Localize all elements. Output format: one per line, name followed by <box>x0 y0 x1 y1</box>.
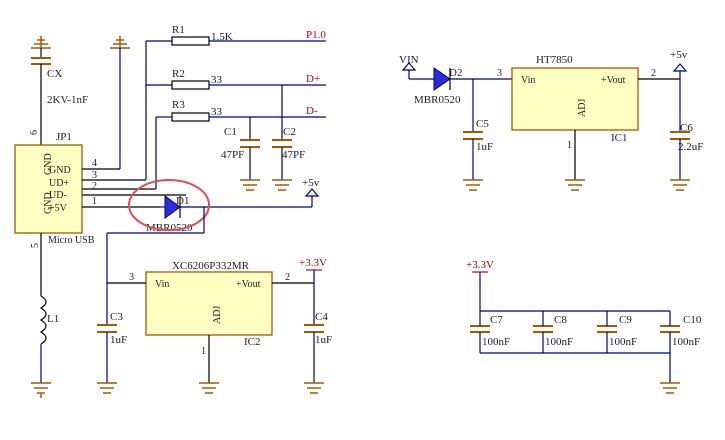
c2-value: 47PF <box>282 149 305 161</box>
ground-symbol-c4 <box>304 382 324 394</box>
jp1-pin-5v: +5V <box>49 203 68 214</box>
ic1-ref: IC1 <box>611 132 628 144</box>
cx-ref: CX <box>47 68 62 80</box>
net-33v-a: +3.3V <box>299 257 327 269</box>
ground-symbol-cx-top <box>31 36 51 49</box>
power-arrow-5v-right <box>672 63 688 72</box>
ic2-adj: ADJ <box>212 306 223 324</box>
c1-ref: C1 <box>224 126 237 138</box>
capacitor-c10 <box>660 325 680 333</box>
jp1-pin-gnd: GND <box>49 165 71 176</box>
capacitor-c8 <box>533 325 553 333</box>
jp1-pin5-number: 5 <box>30 243 41 248</box>
jp1-pin4-number: 4 <box>92 158 97 169</box>
ic2-pin2: 2 <box>285 272 290 283</box>
resistor-r3 <box>171 112 210 122</box>
c9-ref: C9 <box>619 314 632 326</box>
net-5v-a: +5v <box>302 177 320 189</box>
r2-value: 33 <box>211 74 223 86</box>
c9-value: 100nF <box>609 336 637 348</box>
ic1-pin3: 3 <box>497 68 502 79</box>
c3-value: 1uF <box>110 334 127 346</box>
d2-part: MBR0520 <box>414 94 461 106</box>
ground-symbol-c3 <box>97 382 117 394</box>
c8-ref: C8 <box>554 314 567 326</box>
net-vin: VIN <box>399 54 419 66</box>
ground-symbol-ic2 <box>199 382 219 394</box>
ic1-vin: Vin <box>521 75 535 86</box>
ic2-vout: +Vout <box>236 279 261 290</box>
c6-ref: C6 <box>680 122 693 134</box>
jp1-ref: JP1 <box>56 131 72 143</box>
ic2-part: XC6206P332MR <box>172 260 250 272</box>
net-5v-b: +5v <box>670 49 688 61</box>
r1-value: 1.5K <box>211 31 233 43</box>
l1-ref: L1 <box>47 313 59 325</box>
jp1-gnd-left1: GND <box>43 153 54 175</box>
ic2-pin1: 1 <box>201 346 206 357</box>
c7-ref: C7 <box>490 314 503 326</box>
power-arrow-5v-left <box>304 188 320 197</box>
c6-value: 2.2uF <box>678 141 703 153</box>
ic2-vin: Vin <box>155 279 169 290</box>
ground-symbol-top-mid <box>110 36 130 49</box>
ic1-pin1: 1 <box>567 140 572 151</box>
ic1-pin2: 2 <box>651 68 656 79</box>
c7-value: 100nF <box>482 336 510 348</box>
ic1-adj: ADJ <box>577 99 588 117</box>
net-dminus: D- <box>306 105 318 117</box>
c10-ref: C10 <box>683 314 702 326</box>
ic1-part: HT7850 <box>536 54 573 66</box>
r3-value: 33 <box>211 106 223 118</box>
c2-ref: C2 <box>283 126 296 138</box>
c5-value: 1uF <box>476 141 493 153</box>
ic2-body <box>145 271 273 336</box>
ic2-ref: IC2 <box>244 336 261 348</box>
jp1-pin-ud-plus: UD+ <box>49 178 69 189</box>
ic1-body <box>511 67 639 131</box>
c5-ref: C5 <box>476 118 489 130</box>
ground-symbol-c2 <box>272 179 292 191</box>
r2-ref: R2 <box>172 68 185 80</box>
capacitor-c7 <box>470 325 490 333</box>
jp1-pin2-number: 2 <box>92 181 97 192</box>
ic2-pin3: 3 <box>129 272 134 283</box>
jp1-pin-ud-minus: UD- <box>49 190 67 201</box>
c3-ref: C3 <box>110 311 123 323</box>
c4-ref: C4 <box>315 311 328 323</box>
diode-d2 <box>433 67 451 91</box>
ic1-vout: +Vout <box>601 75 626 86</box>
capacitor-c9 <box>597 325 617 333</box>
net-p10: P1.0 <box>306 29 326 41</box>
cx-value: 2KV-1nF <box>47 94 88 106</box>
jp1-pin6-number: 6 <box>29 130 40 135</box>
c10-value: 100nF <box>672 336 700 348</box>
net-dplus: D+ <box>306 73 320 85</box>
highlight-circle-d1 <box>128 179 210 231</box>
inductor-l1 <box>39 295 47 345</box>
capacitor-cx <box>31 57 51 65</box>
resistor-r1 <box>171 36 210 46</box>
d1-part: MBR0520 <box>146 222 193 234</box>
ground-symbol-c10 <box>660 382 680 394</box>
ground-symbol-c1 <box>240 179 260 191</box>
jp1-gnd-left2: GND <box>43 192 54 214</box>
jp1-pin3-number: 3 <box>92 170 97 181</box>
c4-value: 1uF <box>315 334 332 346</box>
r3-ref: R3 <box>172 99 185 111</box>
jp1-type: Micro USB <box>48 235 95 246</box>
ground-symbol-ic1 <box>565 179 585 191</box>
c8-value: 100nF <box>545 336 573 348</box>
d1-ref: D1 <box>176 195 189 207</box>
c1-value: 47PF <box>221 149 244 161</box>
ground-symbol-c6 <box>670 179 690 191</box>
jp1-pin1-number: 1 <box>92 196 97 207</box>
ground-symbol-l1 <box>31 382 51 398</box>
r1-ref: R1 <box>172 24 185 36</box>
ground-symbol-c5 <box>463 179 483 191</box>
resistor-r2 <box>171 80 210 90</box>
d2-ref: D2 <box>449 67 462 79</box>
net-33v-b: +3.3V <box>466 259 494 271</box>
